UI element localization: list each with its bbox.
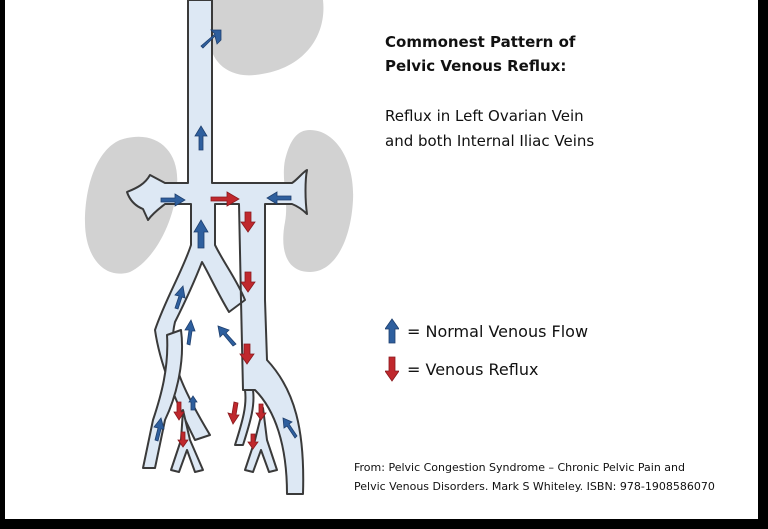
citation-line-2: Pelvic Venous Disorders. Mark S Whiteley… — [354, 480, 715, 493]
diagram-title: Commonest Pattern of Pelvic Venous Reflu… — [385, 30, 575, 78]
left-internal-iliac-vein — [142, 329, 184, 469]
red-down-arrow-icon — [385, 356, 399, 382]
right-common-iliac-arrow-icon — [217, 325, 237, 347]
ovarian-reflux-arrow-icon-2 — [240, 271, 256, 293]
right-internal-iliac-vein — [234, 389, 255, 446]
right-iliac-reflux-arrow-icon-3 — [247, 433, 259, 450]
ovarian-reflux-arrow-icon-3 — [239, 343, 255, 365]
right-external-iliac-low-arrow-icon — [282, 417, 298, 439]
left-renal-arrow-icon — [266, 191, 292, 205]
legend-normal-flow: = Normal Venous Flow — [385, 318, 588, 344]
small-blue-arrow-icon — [188, 395, 198, 411]
left-external-iliac-low-arrow-icon — [153, 417, 165, 442]
blue-up-arrow-icon — [385, 318, 399, 344]
left-renal-reflux-arrow-icon — [210, 191, 240, 207]
legend-venous-reflux-label: = Venous Reflux — [407, 359, 539, 379]
left-kidney-shape — [283, 130, 354, 272]
ivc-mid-arrow-icon — [194, 125, 208, 151]
legend-venous-reflux: = Venous Reflux — [385, 356, 538, 382]
right-iliac-reflux-arrow-icon-2 — [255, 403, 267, 421]
right-renal-arrow-icon — [160, 193, 186, 207]
diagram-subtitle: Reflux in Left Ovarian Vein and both Int… — [385, 104, 594, 154]
left-external-iliac-arrow-icon — [184, 319, 196, 346]
ovarian-reflux-arrow-icon-1 — [240, 211, 256, 233]
diagram-slide: Commonest Pattern of Pelvic Venous Reflu… — [5, 0, 758, 519]
liver-shape — [210, 0, 324, 76]
citation-line-1: From: Pelvic Congestion Syndrome – Chron… — [354, 461, 686, 474]
legend-normal-flow-label: = Normal Venous Flow — [407, 321, 589, 341]
subtitle-line-1: Reflux in Left Ovarian Vein — [385, 107, 584, 125]
ivc-top-arrow-icon — [200, 29, 222, 49]
left-common-iliac-arrow-icon — [174, 285, 186, 310]
right-iliac-fork — [244, 407, 278, 473]
subtitle-line-2: and both Internal Iliac Veins — [385, 132, 595, 150]
right-iliac-reflux-arrow-icon — [227, 401, 240, 425]
right-kidney-shape — [85, 136, 178, 274]
title-line-2: Pelvic Venous Reflux: — [385, 57, 567, 75]
ivc-low-arrow-icon — [193, 219, 209, 249]
pelvic-venous-diagram — [85, 0, 354, 495]
title-line-1: Commonest Pattern of — [385, 33, 576, 51]
citation: From: Pelvic Congestion Syndrome – Chron… — [354, 458, 715, 496]
left-iliac-reflux-arrow-icon-2 — [177, 431, 189, 448]
left-iliac-reflux-arrow-icon-1 — [173, 401, 185, 421]
